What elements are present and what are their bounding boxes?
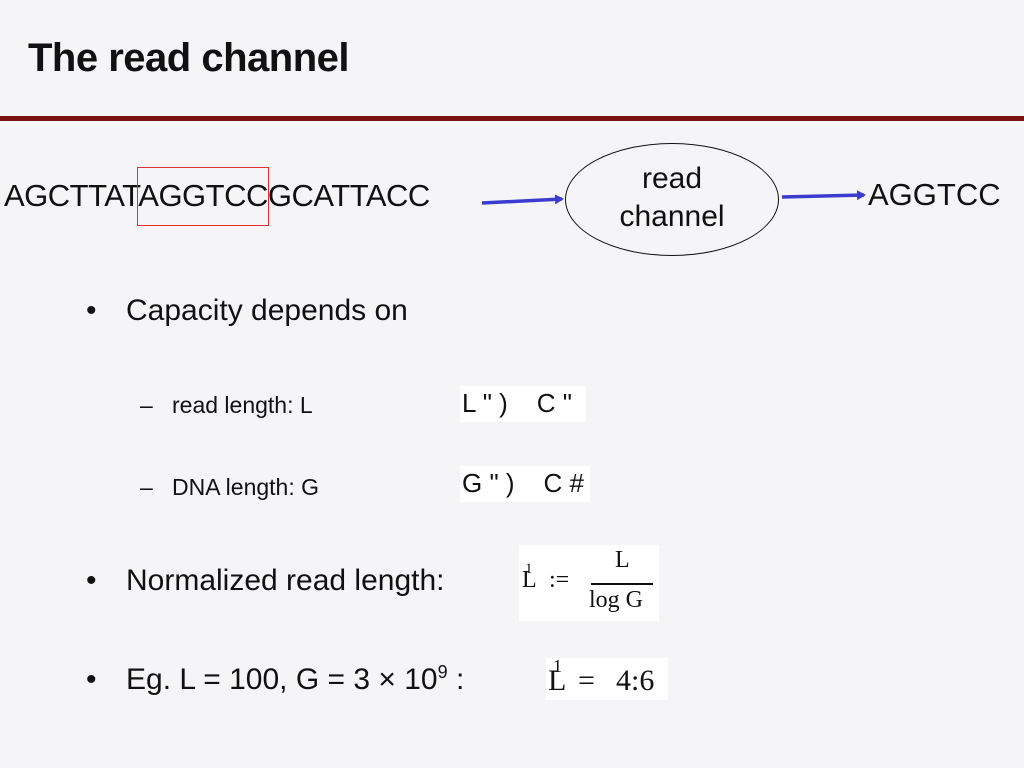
read-channel-node [565,143,779,256]
formula-dna-length: G " ) C # [460,466,590,502]
output-read: AGGTCC [868,177,1001,212]
channel-label-line1: read [641,162,703,195]
formula-read-length: L " ) C " [460,386,586,422]
sequence-read-highlight: AGGTCC [137,167,269,226]
formula-example: 1 L = 4:6 [546,656,668,700]
bullet-capacity: •Capacity depends on [86,294,408,327]
formula-normalized: 1 L := L log G [519,545,659,621]
fraction-bar [591,583,653,585]
channel-label-line2: channel [619,200,725,233]
sub-bullet-read-length: –read length: L [140,392,313,418]
sub-bullet-dna-length: –DNA length: G [140,474,320,500]
dna-sequence: AGCTTATAGGTCCGCATTACC [4,167,430,226]
read-channel-label: read channel [565,160,779,236]
slide-title: The read channel [28,36,349,80]
arrow-input-to-channel [481,194,564,205]
bullet-example: •Eg. L = 100, G = 3 × 109 : [86,662,465,696]
title-divider [0,116,1024,121]
arrow-channel-to-output [781,190,866,201]
sequence-prefix: AGCTTAT [4,178,139,213]
bullet-normalized: •Normalized read length: [86,564,445,597]
sequence-suffix: GCATTACC [267,178,430,213]
